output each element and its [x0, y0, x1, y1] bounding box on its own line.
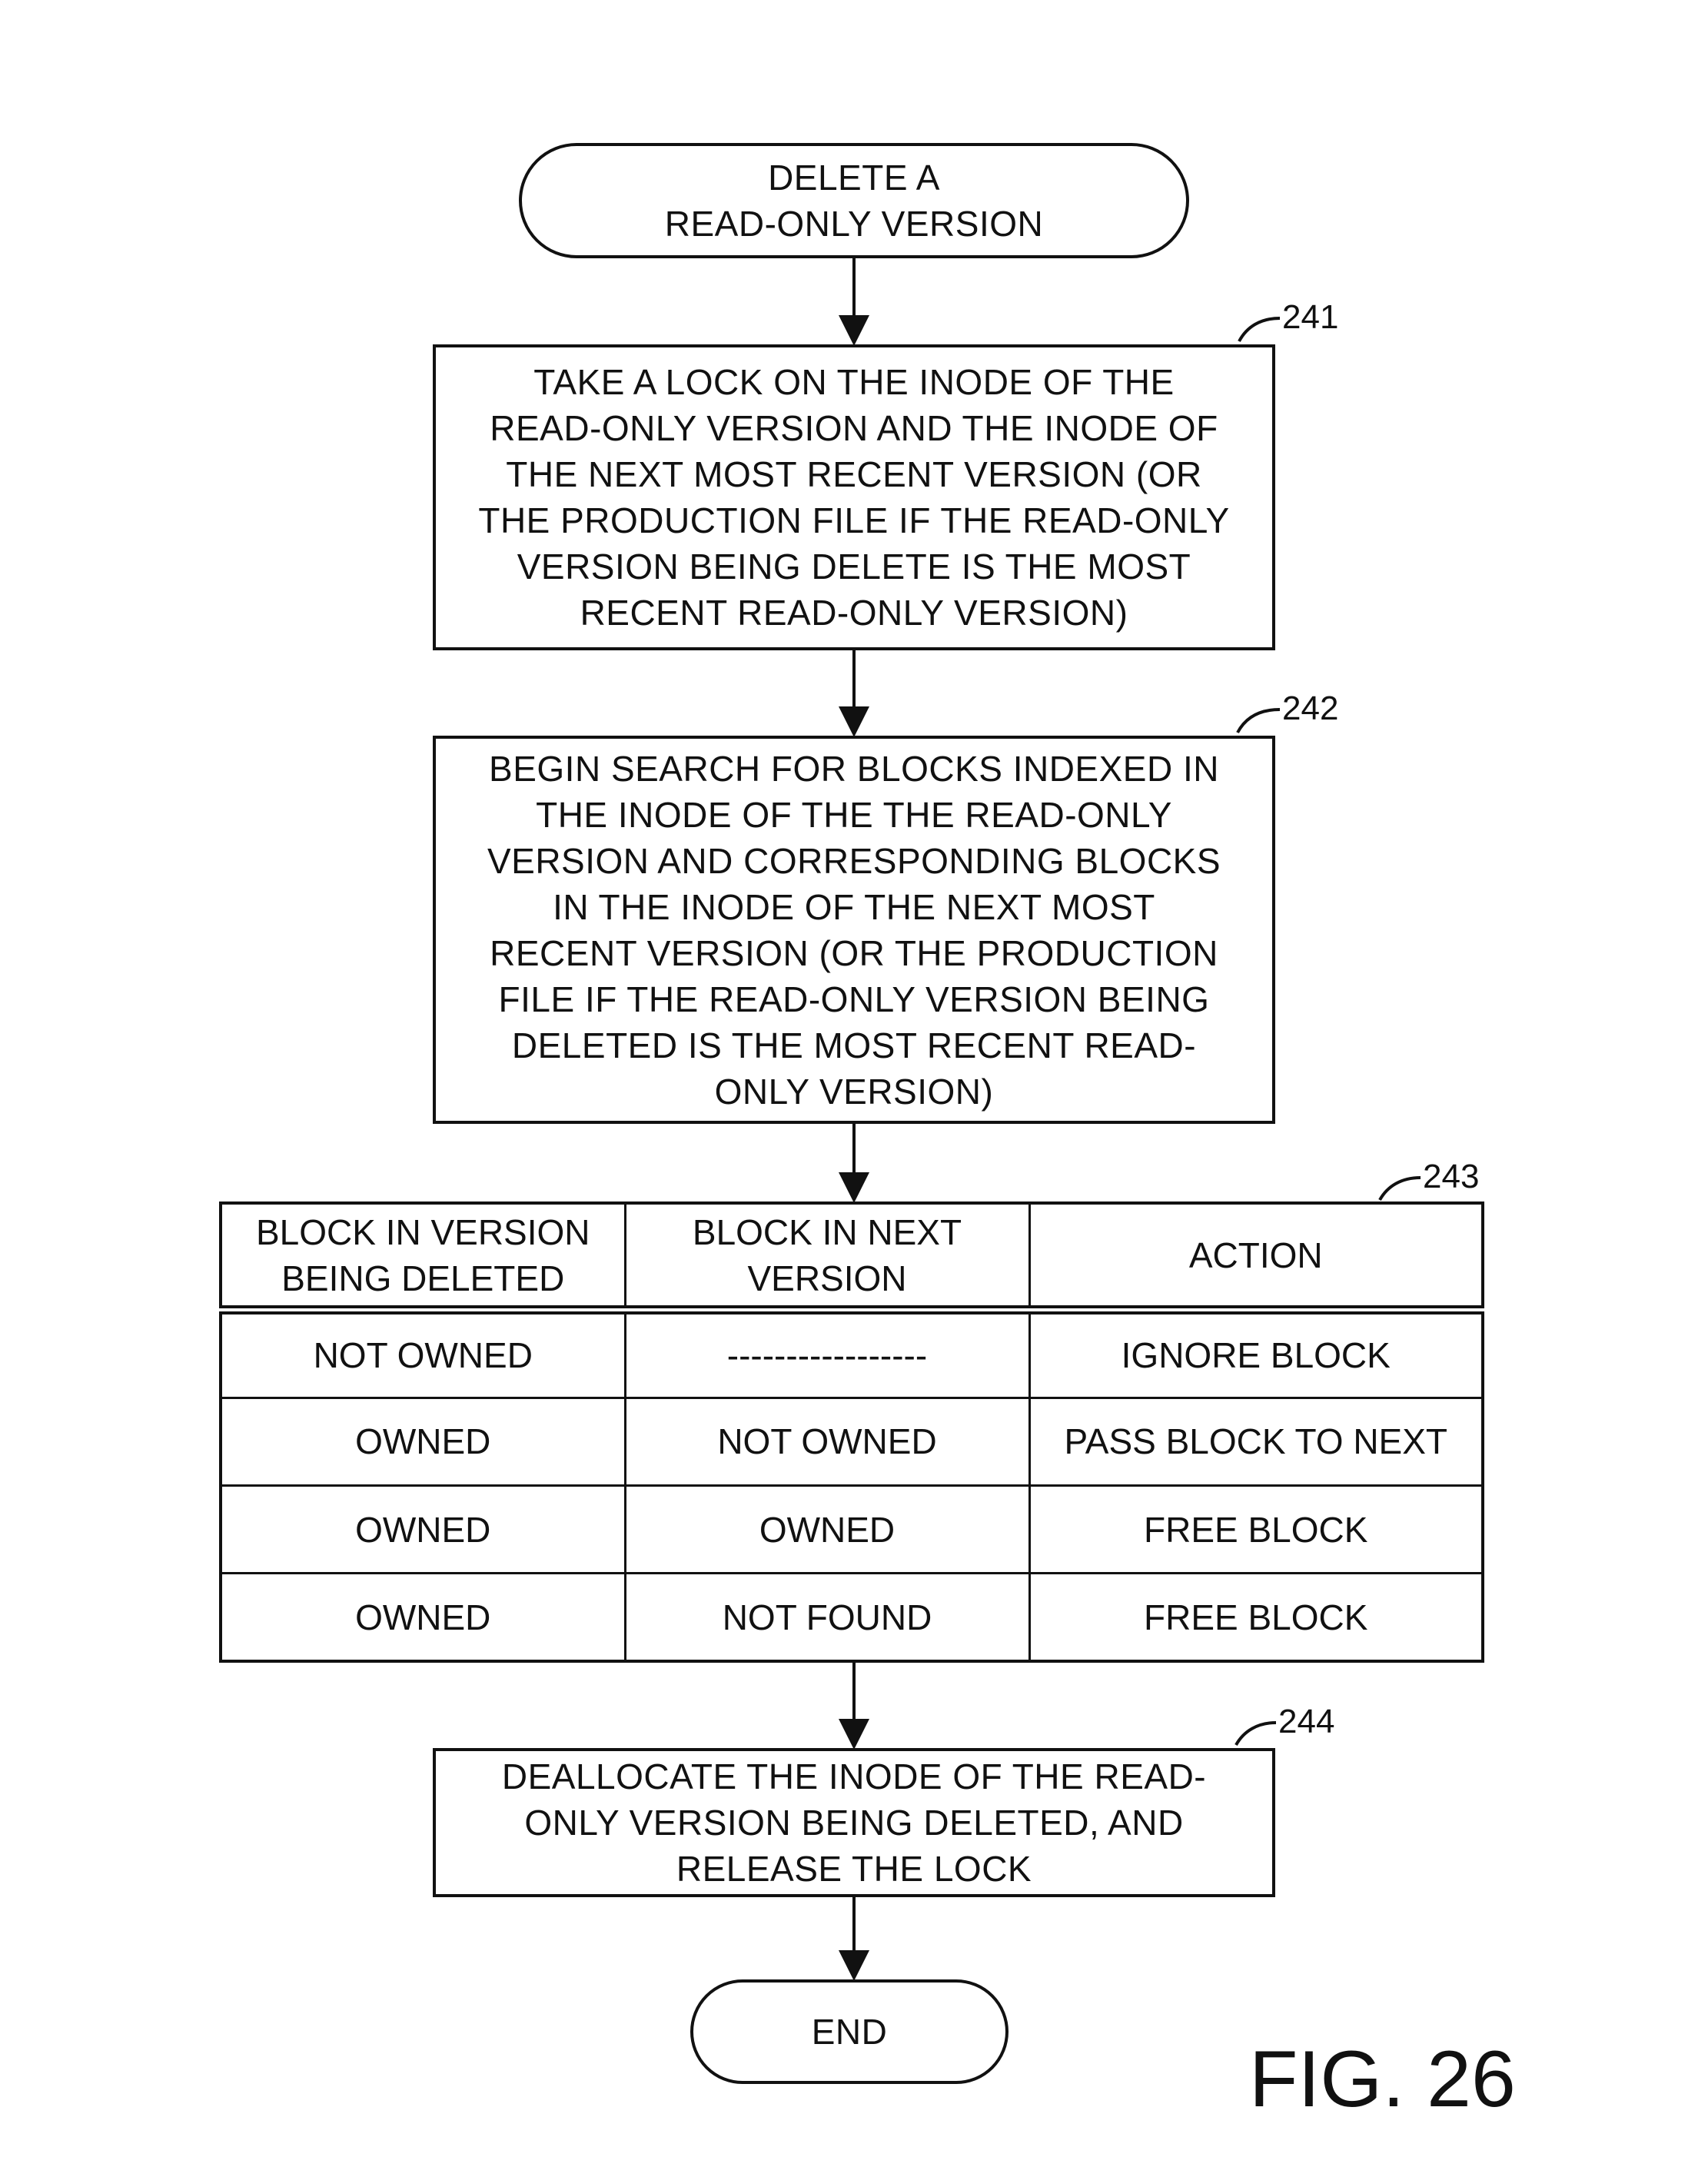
table-cell: OWNED — [221, 1574, 625, 1661]
leader-line-243 — [1380, 1178, 1421, 1200]
start-terminal-text: DELETE A READ-ONLY VERSION — [665, 155, 1043, 247]
decision-table-243: BLOCK IN VERSION BEING DELETED BLOCK IN … — [219, 1201, 1484, 1663]
reference-numeral-241: 241 — [1282, 298, 1338, 337]
table-cell: IGNORE BLOCK — [1029, 1310, 1483, 1398]
table-cell: OWNED — [221, 1398, 625, 1485]
process-step-242: BEGIN SEARCH FOR BLOCKS INDEXED IN THE I… — [433, 736, 1275, 1124]
table-cell: ----------------- — [625, 1310, 1029, 1398]
process-step-241-text: TAKE A LOCK ON THE INODE OF THE READ-ONL… — [478, 359, 1229, 636]
process-step-244-text: DEALLOCATE THE INODE OF THE READ- ONLY V… — [502, 1753, 1206, 1892]
table-cell: FREE BLOCK — [1029, 1574, 1483, 1661]
leader-line-241 — [1239, 318, 1280, 341]
end-terminal: END — [690, 1979, 1009, 2084]
process-step-241: TAKE A LOCK ON THE INODE OF THE READ-ONL… — [433, 344, 1275, 650]
table-row: OWNED NOT FOUND FREE BLOCK — [221, 1574, 1483, 1661]
table-header-row: BLOCK IN VERSION BEING DELETED BLOCK IN … — [221, 1203, 1483, 1310]
leader-line-244 — [1236, 1723, 1276, 1745]
table-row: OWNED NOT OWNED PASS BLOCK TO NEXT — [221, 1398, 1483, 1485]
process-step-242-text: BEGIN SEARCH FOR BLOCKS INDEXED IN THE I… — [487, 746, 1221, 1115]
start-terminal: DELETE A READ-ONLY VERSION — [519, 143, 1189, 258]
leader-line-242 — [1238, 710, 1280, 733]
table-cell: OWNED — [625, 1486, 1029, 1574]
table-row: OWNED OWNED FREE BLOCK — [221, 1486, 1483, 1574]
table-row: NOT OWNED ----------------- IGNORE BLOCK — [221, 1310, 1483, 1398]
reference-numeral-243: 243 — [1423, 1158, 1479, 1196]
table-cell: OWNED — [221, 1486, 625, 1574]
table-cell: NOT FOUND — [625, 1574, 1029, 1661]
table-cell: NOT OWNED — [625, 1398, 1029, 1485]
table-cell: NOT OWNED — [221, 1310, 625, 1398]
process-step-244: DEALLOCATE THE INODE OF THE READ- ONLY V… — [433, 1748, 1275, 1897]
reference-numeral-242: 242 — [1282, 690, 1338, 728]
table-cell: FREE BLOCK — [1029, 1486, 1483, 1574]
end-terminal-text: END — [812, 2009, 888, 2055]
reference-numeral-244: 244 — [1278, 1703, 1334, 1741]
table-cell: PASS BLOCK TO NEXT — [1029, 1398, 1483, 1485]
column-header-block-in-next-version: BLOCK IN NEXT VERSION — [625, 1203, 1029, 1310]
figure-label: FIG. 26 — [1249, 2037, 1516, 2122]
column-header-block-in-version: BLOCK IN VERSION BEING DELETED — [221, 1203, 625, 1310]
column-header-action: ACTION — [1029, 1203, 1483, 1310]
